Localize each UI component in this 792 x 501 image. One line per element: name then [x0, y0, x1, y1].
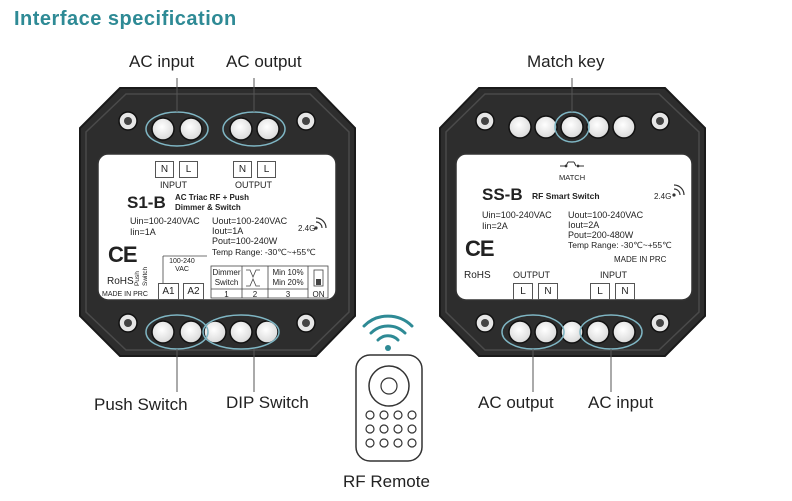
ssb-uin: Uin=100-240VAC [482, 210, 552, 220]
s1b-output-n: N [233, 161, 252, 178]
ssb-model: SS-B [482, 185, 523, 204]
ssb-input-l: L [590, 283, 610, 300]
ssb-ce-mark: CE [465, 236, 495, 261]
ssb-iout: Iout=2A [568, 220, 600, 230]
s1b-input-n: N [155, 161, 174, 178]
ssb-output-label: OUTPUT [513, 270, 550, 280]
s1b-made-in: MADE IN PRC [102, 291, 148, 298]
ssb-label-plate [455, 153, 693, 301]
s1b-dip-switch: Switch [214, 278, 239, 287]
remote-buttons [365, 410, 417, 448]
rf-remote-label: RF Remote [343, 472, 430, 491]
ssb-iin: Iin=2A [482, 221, 508, 231]
s1b-model: S1-B [127, 193, 166, 212]
s1b-dip-dimmer: Dimmer [212, 268, 241, 277]
s1b-dip-min10: Min 10% [272, 268, 304, 277]
page-title: Interface specification [14, 8, 237, 30]
s1b-dip-num-1: 1 [224, 290, 229, 299]
s1b-pout: Pout=100-240W [212, 236, 278, 246]
ssb-made-in: MADE IN PRC [614, 255, 667, 264]
s1b-uout: Uout=100-240VAC [212, 216, 288, 226]
ssb-output-n: N [538, 283, 558, 300]
ssb-pout: Pout=200-480W [568, 230, 634, 240]
s1b-temp: Temp Range: -30℃~+55℃ [212, 247, 316, 257]
ac-output-right-label: AC output [478, 393, 554, 412]
s1b-rohs: RoHS [107, 276, 134, 287]
s1b-iout: Iout=1A [212, 226, 244, 236]
ac-input-left-label: AC input [129, 52, 195, 71]
ssb-temp: Temp Range: -30℃~+55℃ [568, 240, 672, 250]
match-key-label: Match key [527, 52, 605, 71]
ssb-rohs: RoHS [464, 270, 491, 281]
s1b-a2: A2 [183, 283, 204, 300]
s1b-dip-num-2: 2 [252, 290, 258, 299]
ac-input-right-label: AC input [588, 393, 654, 412]
s1b-input-l: L [179, 161, 198, 178]
s1b-iin: Iin=1A [130, 227, 156, 237]
s1b-ce-mark: CE [108, 242, 138, 267]
s1b-top-terminals [151, 117, 280, 141]
s1b-dip-on: ON [312, 290, 325, 299]
ssb-input-n: N [615, 283, 635, 300]
s1b-desc-line2: Dimmer & Switch [175, 203, 241, 212]
ssb-device [439, 78, 706, 392]
s1b-label-plate [97, 153, 337, 301]
ssb-bottom-terminals [508, 320, 636, 344]
ssb-uout: Uout=100-240VAC [568, 210, 644, 220]
ssb-input-label: INPUT [600, 270, 627, 280]
ac-output-left-label: AC output [226, 52, 302, 71]
ssb-desc: RF Smart Switch [532, 191, 600, 201]
s1b-vac-label: 100-240 VAC [169, 258, 195, 273]
s1b-uin: Uin=100-240VAC [130, 216, 200, 226]
s1b-dip-num-3: 3 [285, 290, 291, 299]
s1b-input-label: INPUT [160, 180, 187, 190]
s1b-bottom-terminals [151, 320, 279, 344]
ssb-band: 2.4G [654, 192, 672, 201]
dip-switch-ellipse [202, 314, 280, 350]
s1b-push-switch-label: Push Switch [134, 266, 149, 286]
ssb-output-l: L [513, 283, 533, 300]
s1b-output-l: L [257, 161, 276, 178]
push-switch-label: Push Switch [94, 395, 188, 414]
s1b-desc-line1: AC Triac RF + Push [175, 193, 250, 202]
s1b-device [79, 78, 356, 392]
s1b-band: 2.4G [298, 224, 316, 233]
rf-remote [355, 314, 423, 462]
ssb-top-terminals [508, 115, 636, 139]
s1b-output-label: OUTPUT [235, 180, 272, 190]
s1b-dip-min20: Min 20% [272, 278, 304, 287]
s1b-a1: A1 [158, 283, 179, 300]
signal-icon [362, 314, 414, 351]
dip-switch-label: DIP Switch [226, 393, 309, 412]
ssb-match-label: MATCH [559, 173, 586, 182]
